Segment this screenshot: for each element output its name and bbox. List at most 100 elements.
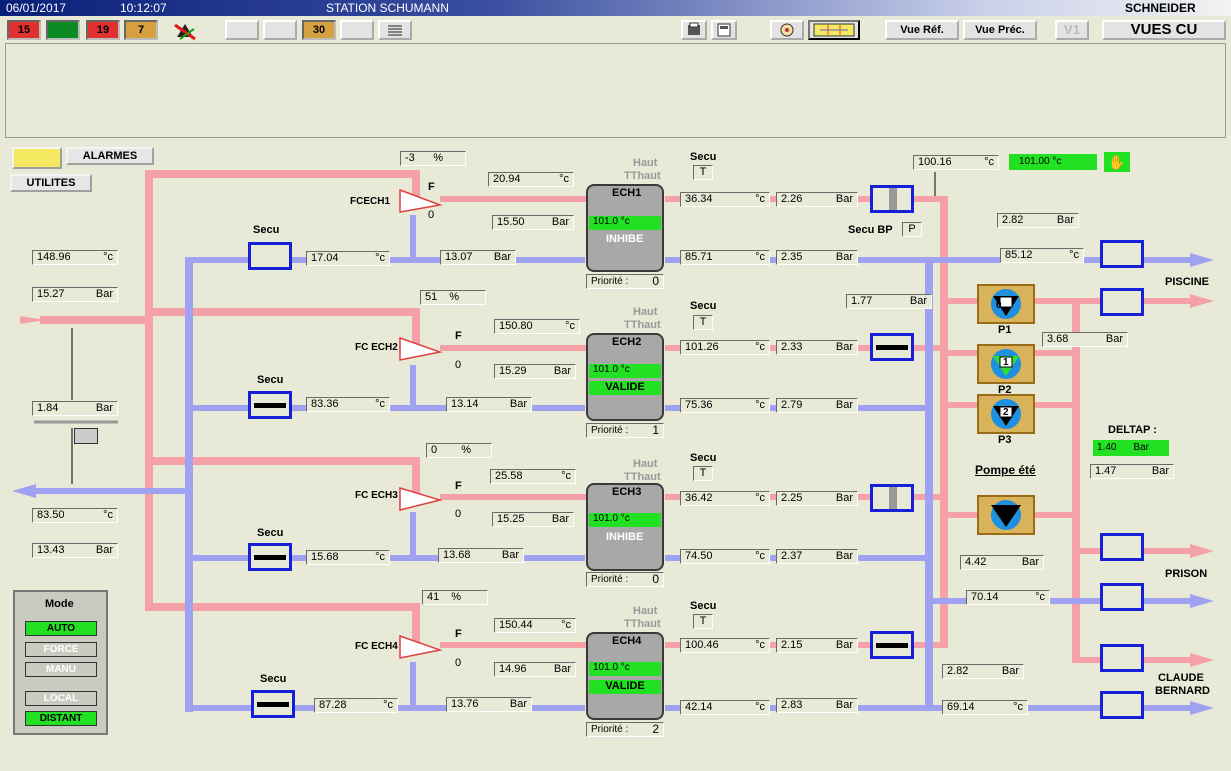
pump-ete[interactable] bbox=[977, 495, 1035, 535]
claude-label: CLAUDE bbox=[1158, 672, 1204, 684]
mode-force-button[interactable]: FORCE bbox=[25, 642, 97, 657]
hand-icon[interactable]: ✋ bbox=[1104, 152, 1130, 172]
ech4-state: VALIDE bbox=[589, 680, 661, 694]
ech2-ret-temp: 75.36°c bbox=[680, 398, 770, 413]
ech4-ret-temp: 42.14°c bbox=[680, 700, 770, 715]
vues-cu-button[interactable]: VUES CU bbox=[1102, 20, 1226, 40]
common-out-temp: 100.16°c bbox=[913, 155, 999, 170]
ech4-setpoint: 101.0 °c bbox=[589, 662, 661, 676]
prison-supply-valve[interactable] bbox=[1100, 533, 1144, 561]
pump-p1[interactable] bbox=[977, 284, 1035, 324]
v1-button[interactable]: V1 bbox=[1055, 20, 1089, 40]
ech1-secu-valve[interactable] bbox=[248, 242, 292, 270]
date: 06/01/2017 bbox=[6, 1, 67, 15]
vue-prec-button[interactable]: Vue Préc. bbox=[963, 20, 1037, 40]
ech2-state: VALIDE bbox=[589, 381, 661, 395]
toolbar-blank-1[interactable] bbox=[225, 20, 259, 40]
calculator-icon[interactable] bbox=[74, 428, 98, 444]
ech4-secu-valve-label: Secu bbox=[260, 673, 287, 685]
prison-return-valve[interactable] bbox=[1100, 583, 1144, 611]
ech1-priority: Priorité :0 bbox=[586, 274, 664, 289]
alarm-counter-30[interactable]: 30 bbox=[302, 20, 336, 40]
utilites-button[interactable]: UTILITES bbox=[10, 174, 92, 192]
ech4-t-box[interactable]: T bbox=[693, 614, 713, 629]
temp-8512: 85.12°c bbox=[1000, 248, 1084, 263]
mode-local-button[interactable]: LOCAL bbox=[25, 691, 97, 706]
claude-bernard-supply-valve[interactable] bbox=[1100, 644, 1144, 672]
alarm-counter-3[interactable]: 19 bbox=[86, 20, 120, 40]
ech3-secu-label: Secu bbox=[690, 452, 717, 464]
ech2-haut-label: Haut bbox=[633, 306, 658, 318]
ech3-o-label: 0 bbox=[455, 508, 462, 520]
ech1-o-label: 0 bbox=[428, 209, 435, 221]
mode-manu-button[interactable]: MANU bbox=[25, 662, 97, 677]
ech2-f-label: F bbox=[455, 330, 462, 342]
ech2-secu-valve[interactable] bbox=[248, 391, 292, 419]
list-icon[interactable] bbox=[378, 20, 412, 40]
pump-p2-label: P2 bbox=[998, 384, 1012, 396]
ech4-secu-valve[interactable] bbox=[251, 690, 295, 718]
secubp-p-box[interactable]: P bbox=[902, 222, 922, 237]
toolbar-blank-2[interactable] bbox=[263, 20, 297, 40]
ech1-ret-temp: 85.71°c bbox=[680, 250, 770, 265]
ech1-t-box[interactable]: T bbox=[693, 165, 713, 180]
primary-out-temp: 83.50°c bbox=[32, 508, 118, 523]
pump-p3[interactable] bbox=[977, 394, 1035, 434]
pump-p1-label: P1 bbox=[998, 324, 1012, 336]
pompe-ete-label: Pompe été bbox=[975, 463, 1036, 477]
ech2-t-box[interactable]: T bbox=[693, 315, 713, 330]
printer-icon[interactable] bbox=[681, 20, 707, 40]
ech1-setpoint: 101.0 °c bbox=[589, 216, 661, 230]
operator-icon[interactable] bbox=[770, 20, 804, 40]
ech3-fc-label: FC ECH3 bbox=[355, 490, 398, 501]
ech4-haut-label: Haut bbox=[633, 605, 658, 617]
vue-ref-button[interactable]: Vue Réf. bbox=[885, 20, 959, 40]
ech2-tthaut-label: TThaut bbox=[624, 319, 661, 331]
synoptic-utilites-icon[interactable] bbox=[12, 147, 62, 169]
bell-mute-icon[interactable] bbox=[172, 21, 198, 41]
alarm-counter-4[interactable]: 7 bbox=[124, 20, 158, 40]
claude-bernard-return-valve[interactable] bbox=[1100, 691, 1144, 719]
alarm-counter-1[interactable]: 15 bbox=[7, 20, 41, 40]
ech3-exchanger[interactable] bbox=[586, 483, 664, 571]
ech4-exchanger[interactable] bbox=[586, 632, 664, 720]
ech3-out-valve[interactable] bbox=[870, 484, 914, 512]
ech4-secu-label: Secu bbox=[690, 600, 717, 612]
alarmes-button[interactable]: ALARMES bbox=[66, 147, 154, 165]
bernard-label: BERNARD bbox=[1155, 685, 1210, 697]
ech3-tthaut-label: TThaut bbox=[624, 471, 661, 483]
calculator-icon[interactable] bbox=[711, 20, 737, 40]
mode-distant-button[interactable]: DISTANT bbox=[25, 711, 97, 726]
synoptic-icon[interactable] bbox=[808, 20, 860, 40]
toolbar-blank-3[interactable] bbox=[340, 20, 374, 40]
alarm-counter-2[interactable] bbox=[46, 20, 80, 40]
deltap-label: DELTAP : bbox=[1108, 424, 1157, 436]
ech3-t-box[interactable]: T bbox=[693, 466, 713, 481]
ech1-out-valve[interactable] bbox=[870, 185, 914, 213]
ech2-out-valve[interactable] bbox=[870, 333, 914, 361]
ech4-out-temp: 100.46°c bbox=[680, 638, 770, 653]
ech4-valve-pct: 41% bbox=[422, 590, 488, 605]
pump-p2[interactable] bbox=[977, 344, 1035, 384]
temp-setpoint[interactable]: 101.00 °c bbox=[1009, 154, 1097, 170]
ech3-secu-valve[interactable] bbox=[248, 543, 292, 571]
piscine-return-valve[interactable] bbox=[1100, 240, 1144, 268]
ech3-name: ECH3 bbox=[612, 486, 642, 498]
mode-auto-button[interactable]: AUTO bbox=[25, 621, 97, 636]
piscine-supply-valve[interactable] bbox=[1100, 288, 1144, 316]
ech4-out-valve[interactable] bbox=[870, 631, 914, 659]
ech3-priority: Priorité :0 bbox=[586, 572, 664, 587]
